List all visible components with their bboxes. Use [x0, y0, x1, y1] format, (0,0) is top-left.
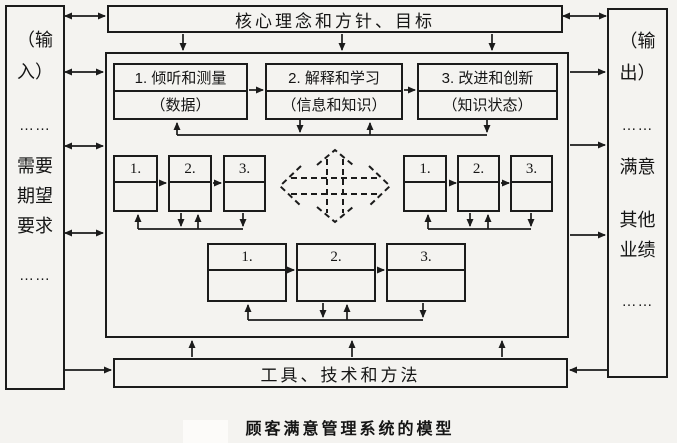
sub-box-label: 1. [209, 245, 285, 271]
sub-box-label: 3. [388, 245, 464, 271]
left-sub-box-1: 1. [113, 155, 158, 212]
left-cluster-wiring [134, 179, 247, 230]
process-subtitle: （数据） [150, 96, 211, 114]
scan-artifact [183, 420, 228, 443]
ellipsis-text: …… [19, 117, 51, 134]
sub-box-label: 1. [405, 157, 445, 183]
sub-box-label: 2. [459, 157, 498, 183]
input-panel-line: （输 [17, 30, 53, 50]
process-subtitle: （信息和知识） [281, 96, 387, 114]
diagram-caption: 顾客满意管理系统的模型 [245, 421, 455, 438]
input-panel-line: 入） [17, 62, 53, 82]
process-title: 1. 倾听和测量 [115, 65, 246, 92]
input-arrows [64, 12, 112, 374]
output-panel-line: 其他 [619, 210, 656, 230]
process-box-interpret: 2. 解释和学习 （信息和知识） [265, 63, 403, 120]
tools-label: 工具、技术和方法 [260, 365, 421, 385]
policy-down-arrows [179, 34, 496, 51]
core-concept-box: 核心理念和方针、目标 [107, 5, 563, 33]
bottom-row-wiring [244, 266, 427, 321]
process-title: 3. 改进和创新 [419, 65, 556, 92]
sub-box-label: 2. [170, 157, 210, 183]
output-panel-line: （输 [619, 31, 656, 51]
left-sub-box-2: 2. [168, 155, 212, 212]
tools-up-arrows [188, 340, 506, 357]
input-panel: （输 入） …… 需要 期望 要求 …… [5, 5, 65, 390]
output-panel-line: 满意 [619, 157, 656, 177]
ellipsis-text: …… [19, 267, 51, 284]
bottom-sub-box-3: 3. [386, 243, 466, 302]
tools-box: 工具、技术和方法 [113, 358, 568, 388]
input-panel-line: 要求 [17, 216, 53, 236]
output-panel-line: 业绩 [619, 240, 656, 260]
right-sub-box-2: 2. [457, 155, 500, 212]
four-way-arrow-icon [278, 148, 392, 224]
process-box-improve: 3. 改进和创新 （知识状态） [417, 63, 558, 120]
right-cluster-wiring [424, 179, 535, 230]
output-panel: （输 出） …… 满意 其他 业绩 …… [607, 8, 668, 378]
bottom-sub-box-2: 2. [296, 243, 376, 302]
input-panel-line: 期望 [17, 186, 53, 206]
sub-box-label: 3. [512, 157, 551, 183]
left-sub-box-3: 3. [223, 155, 266, 212]
bottom-sub-box-1: 1. [207, 243, 287, 302]
sub-box-label: 2. [298, 245, 374, 271]
right-sub-box-1: 1. [403, 155, 447, 212]
process-box-listen: 1. 倾听和测量 （数据） [113, 63, 248, 120]
right-sub-box-3: 3. [510, 155, 553, 212]
sub-box-label: 3. [225, 157, 264, 183]
process-title: 2. 解释和学习 [267, 65, 401, 92]
system-boundary [105, 52, 569, 338]
process-feedback-loop [173, 120, 491, 136]
output-panel-line: 出） [619, 63, 656, 83]
process-subtitle: （知识状态） [442, 96, 533, 114]
sub-box-label: 1. [115, 157, 156, 183]
output-arrows [562, 12, 607, 374]
ellipsis-text: …… [621, 117, 654, 134]
ellipsis-text: …… [621, 293, 654, 310]
core-concept-label: 核心理念和方针、目标 [235, 11, 435, 31]
input-panel-line: 需要 [17, 156, 53, 176]
